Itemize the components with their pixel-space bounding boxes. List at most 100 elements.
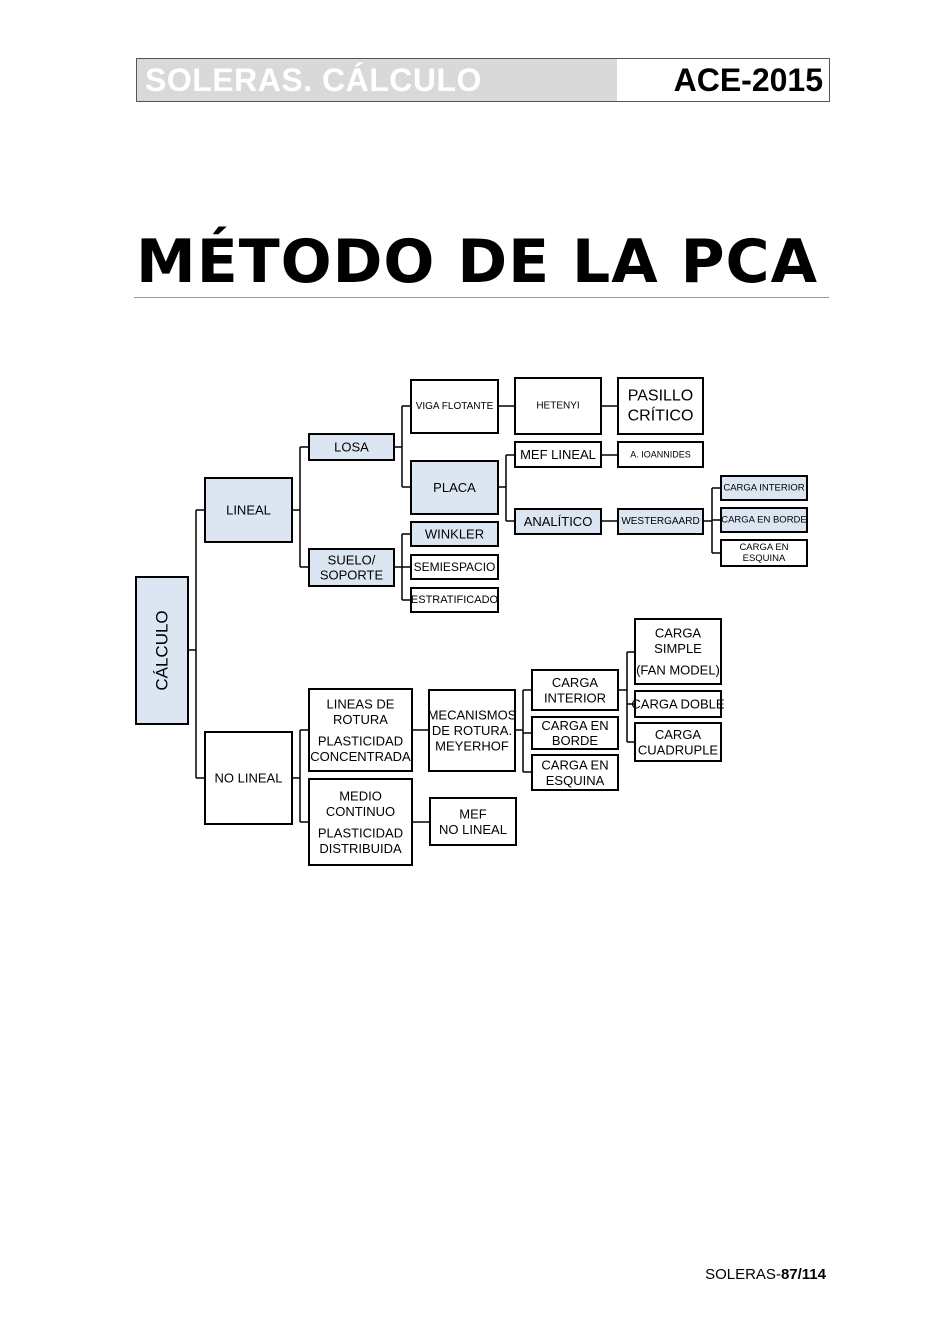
node-label: DE ROTURA. xyxy=(432,723,512,738)
node-label: LINEAL xyxy=(226,503,271,518)
diagram-nodes: CÁLCULO LINEAL NO LINEAL LOSA SUELO/SOPORTE V… xyxy=(135,377,808,866)
node-label: CARGA xyxy=(655,727,702,742)
node-semiespacio: SEMIESPACIO xyxy=(410,554,499,580)
node-label: MECANISMOS xyxy=(428,708,517,723)
node-label: CARGA EN BORDE xyxy=(721,515,807,526)
node-box xyxy=(308,548,395,587)
header-bar: SOLERAS. CÁLCULO ACE-2015 xyxy=(136,58,830,102)
node-label: INTERIOR xyxy=(544,690,606,705)
diagram-connectors xyxy=(188,405,721,823)
node-label: HETENYI xyxy=(536,401,579,412)
header-section-title: SOLERAS. CÁLCULO xyxy=(137,59,617,101)
node-label: PLACA xyxy=(433,480,476,495)
node-calculo: CÁLCULO xyxy=(135,576,189,725)
node-losa: LOSA xyxy=(308,433,395,461)
node-analitico: ANALÍTICO xyxy=(514,508,602,535)
node-box xyxy=(308,778,413,866)
node-label: CARGA DOBLE xyxy=(631,697,725,712)
node-label: A. IOANNIDES xyxy=(630,450,691,460)
node-box xyxy=(531,716,619,750)
node-label: (FAN MODEL) xyxy=(636,663,720,678)
node-lineal: LINEAL xyxy=(204,477,293,543)
node-label: ANALÍTICO xyxy=(524,514,593,529)
node-label: CARGA xyxy=(552,675,599,690)
node-box xyxy=(720,539,808,567)
node-box xyxy=(135,576,189,725)
node-a-ioannides: A. IOANNIDES xyxy=(617,441,704,468)
node-label: CARGA xyxy=(655,626,702,641)
node-label: WESTERGAARD xyxy=(621,516,699,527)
node-carga-interior-w: CARGA INTERIOR xyxy=(720,475,808,501)
node-label: ESTRATIFICADO xyxy=(411,594,499,606)
node-box xyxy=(720,475,808,501)
node-box xyxy=(410,587,499,613)
node-label: ESQUINA xyxy=(546,773,605,788)
node-westergaard: WESTERGAARD xyxy=(617,508,704,535)
node-box xyxy=(514,377,602,435)
node-box xyxy=(410,460,499,515)
node-mef-lineal: MEF LINEAL xyxy=(514,441,602,468)
title-divider xyxy=(134,297,829,298)
node-box xyxy=(429,797,517,846)
node-label: CARGA INTERIOR xyxy=(723,483,804,494)
node-carga-doble: CARGA DOBLE xyxy=(631,690,725,718)
node-label: ESQUINA xyxy=(743,553,786,564)
node-box xyxy=(428,689,516,772)
node-hetenyi: HETENYI xyxy=(514,377,602,435)
footer-prefix: SOLERAS- xyxy=(705,1266,781,1283)
node-box xyxy=(204,477,293,543)
footer-page-total: /114 xyxy=(797,1266,826,1283)
node-placa: PLACA xyxy=(410,460,499,515)
node-label: MEF LINEAL xyxy=(520,447,596,462)
node-box xyxy=(634,618,722,685)
node-box xyxy=(634,690,722,718)
node-viga-flotante: VIGA FLOTANTE xyxy=(410,379,499,434)
node-box xyxy=(410,521,499,547)
node-label: MEDIO xyxy=(339,788,382,803)
node-box xyxy=(617,377,704,435)
node-box xyxy=(617,441,704,468)
node-box xyxy=(410,379,499,434)
node-label: CUADRUPLE xyxy=(638,742,719,757)
node-label: SEMIESPACIO xyxy=(414,560,496,574)
node-label: WINKLER xyxy=(425,527,484,542)
node-label: SOPORTE xyxy=(320,568,384,583)
node-box xyxy=(308,688,413,772)
node-label: MEYERHOF xyxy=(435,739,509,754)
node-label: PLASTICIDAD xyxy=(318,733,403,748)
node-suelo-soporte: SUELO/SOPORTE xyxy=(308,548,395,587)
node-label: MEF xyxy=(459,806,487,821)
node-label: SIMPLE xyxy=(654,641,702,656)
node-estratificado: ESTRATIFICADO xyxy=(410,587,499,613)
node-carga-en-borde-w: CARGA EN BORDE xyxy=(720,507,808,533)
node-label: CONTINUO xyxy=(326,804,395,819)
node-label: CARGA EN xyxy=(739,542,788,553)
node-label: LINEAS DE xyxy=(327,696,395,711)
node-label: VIGA FLOTANTE xyxy=(416,401,494,412)
node-box xyxy=(720,507,808,533)
header-document-code: ACE-2015 xyxy=(673,61,823,98)
node-box xyxy=(617,508,704,535)
node-box xyxy=(514,441,602,468)
node-box xyxy=(531,754,619,791)
node-label: CARGA EN xyxy=(541,718,608,733)
footer-page-number: 87 xyxy=(780,1266,798,1283)
node-label: CONCENTRADA xyxy=(310,749,411,764)
page-title: MÉTODO DE LA PCA xyxy=(136,227,819,297)
node-label: PASILLO xyxy=(628,388,694,405)
node-label: NO LINEAL xyxy=(215,771,283,786)
node-no-lineal: NO LINEAL xyxy=(204,731,293,825)
node-label: CRÍTICO xyxy=(628,406,694,425)
node-label: NO LINEAL xyxy=(439,822,507,837)
